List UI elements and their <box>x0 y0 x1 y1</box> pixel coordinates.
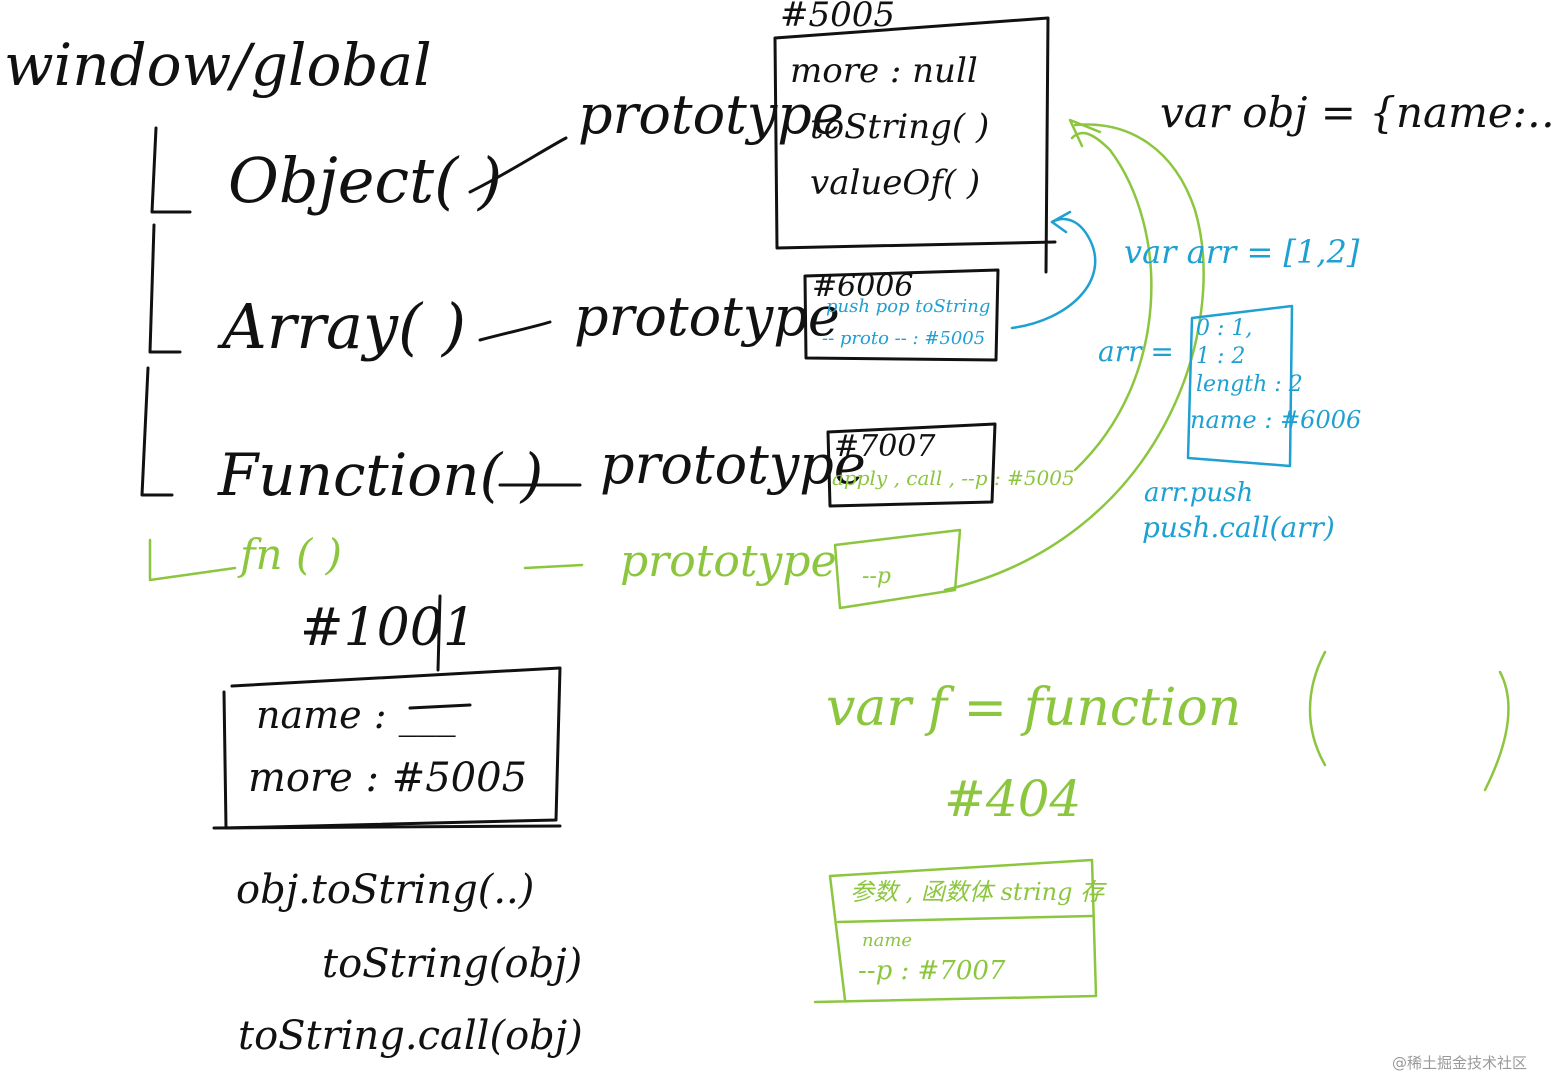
green-strokes <box>148 118 1510 1004</box>
box-5005 <box>773 16 1057 274</box>
box-5005-line-valueof: valueOf( ) <box>810 163 981 203</box>
curve-7007-to-5005 <box>1070 131 1153 472</box>
box-7007-address: #7007 <box>834 429 936 464</box>
function-prototype-label: prototype <box>600 433 866 496</box>
arr-label: arr = <box>1098 335 1174 368</box>
arrow-head-6006 <box>1050 210 1072 234</box>
fn-constructor: fn ( ) <box>240 530 343 579</box>
blue-strokes <box>1010 210 1294 468</box>
array-prototype-label: prototype <box>574 285 840 348</box>
box-7007 <box>826 422 997 508</box>
call-obj-tostring: obj.toString(..) <box>236 867 535 913</box>
tree-trunk-3 <box>140 366 174 497</box>
tree-trunk-2 <box>148 223 182 354</box>
fn-proto-box-line: --p <box>862 564 891 589</box>
arr-box-line-0: 0 : 1, <box>1196 316 1253 341</box>
fn-branch <box>148 538 237 582</box>
box-6006 <box>803 268 1000 362</box>
push-call-label: push.call(arr) <box>1142 511 1335 544</box>
curve-fn-proto-to-5005 <box>943 123 1205 592</box>
arr-push-label: arr.push <box>1144 478 1254 508</box>
box-1001-line-name: name : ___ <box>256 693 456 737</box>
box-404-address: #404 <box>944 770 1082 828</box>
arr-box-line-name: name : #6006 <box>1190 406 1362 434</box>
object-link <box>468 136 568 194</box>
call-tostring-call-obj: toString.call(obj) <box>238 1013 583 1059</box>
function-constructor: Function( ) <box>218 441 544 509</box>
curve-6006-to-5005 <box>1010 217 1097 330</box>
box-1001-divider <box>212 824 562 830</box>
root-label: window/global <box>4 31 432 99</box>
box-5005-address: #5005 <box>780 0 896 35</box>
name-blank-line <box>408 703 472 710</box>
box-6006-line-methods: push pop toString <box>826 296 991 317</box>
fn-link <box>523 563 584 570</box>
object-prototype-label: prototype <box>578 83 844 146</box>
box-404-line-proto: --p : #7007 <box>858 956 1006 986</box>
tree-trunk-1 <box>150 126 192 214</box>
box-5005-line-more: more : null <box>790 51 978 91</box>
brace-left <box>1308 650 1327 767</box>
var-arr-statement: var arr = [1,2] <box>1124 233 1360 271</box>
watermark: @稀土掘金技术社区 <box>1392 1054 1528 1072</box>
box-6006-address: #6006 <box>812 269 914 304</box>
address-1001-stroke <box>436 594 442 672</box>
arrow-head-5005 <box>1068 118 1102 148</box>
arr-box-line-length: length : 2 <box>1196 372 1303 397</box>
box-404-line-params: 参数 , 函数体 string 存 <box>850 878 1105 906</box>
box-404-line-name: name <box>862 930 913 951</box>
object-constructor: Object( ) <box>228 144 503 217</box>
box-7007-line: apply , call , --p : #5005 <box>832 466 1075 490</box>
arr-box <box>1186 304 1294 468</box>
black-strokes <box>140 16 1057 830</box>
box-1001 <box>222 666 562 830</box>
box-1001-line-more: more : #5005 <box>248 755 528 801</box>
box-1001-address: #1001 <box>300 598 476 658</box>
array-link <box>478 320 552 342</box>
call-tostring-obj: toString(obj) <box>322 941 583 987</box>
fn-proto-box <box>833 528 962 610</box>
box-404 <box>813 858 1098 1004</box>
var-obj-statement: var obj = {name:…} <box>1160 88 1554 137</box>
arr-box-line-1: 1 : 2 <box>1196 344 1246 369</box>
box-5005-line-tostring: toString( ) <box>810 107 990 147</box>
box-404-divider <box>836 914 1094 924</box>
var-f-statement: var f = function <box>826 678 1242 738</box>
box-6006-line-proto: -- proto -- : #5005 <box>822 328 986 349</box>
brace-right <box>1483 670 1510 792</box>
array-constructor: Array( ) <box>222 290 467 363</box>
fn-prototype-label: prototype <box>620 536 837 587</box>
